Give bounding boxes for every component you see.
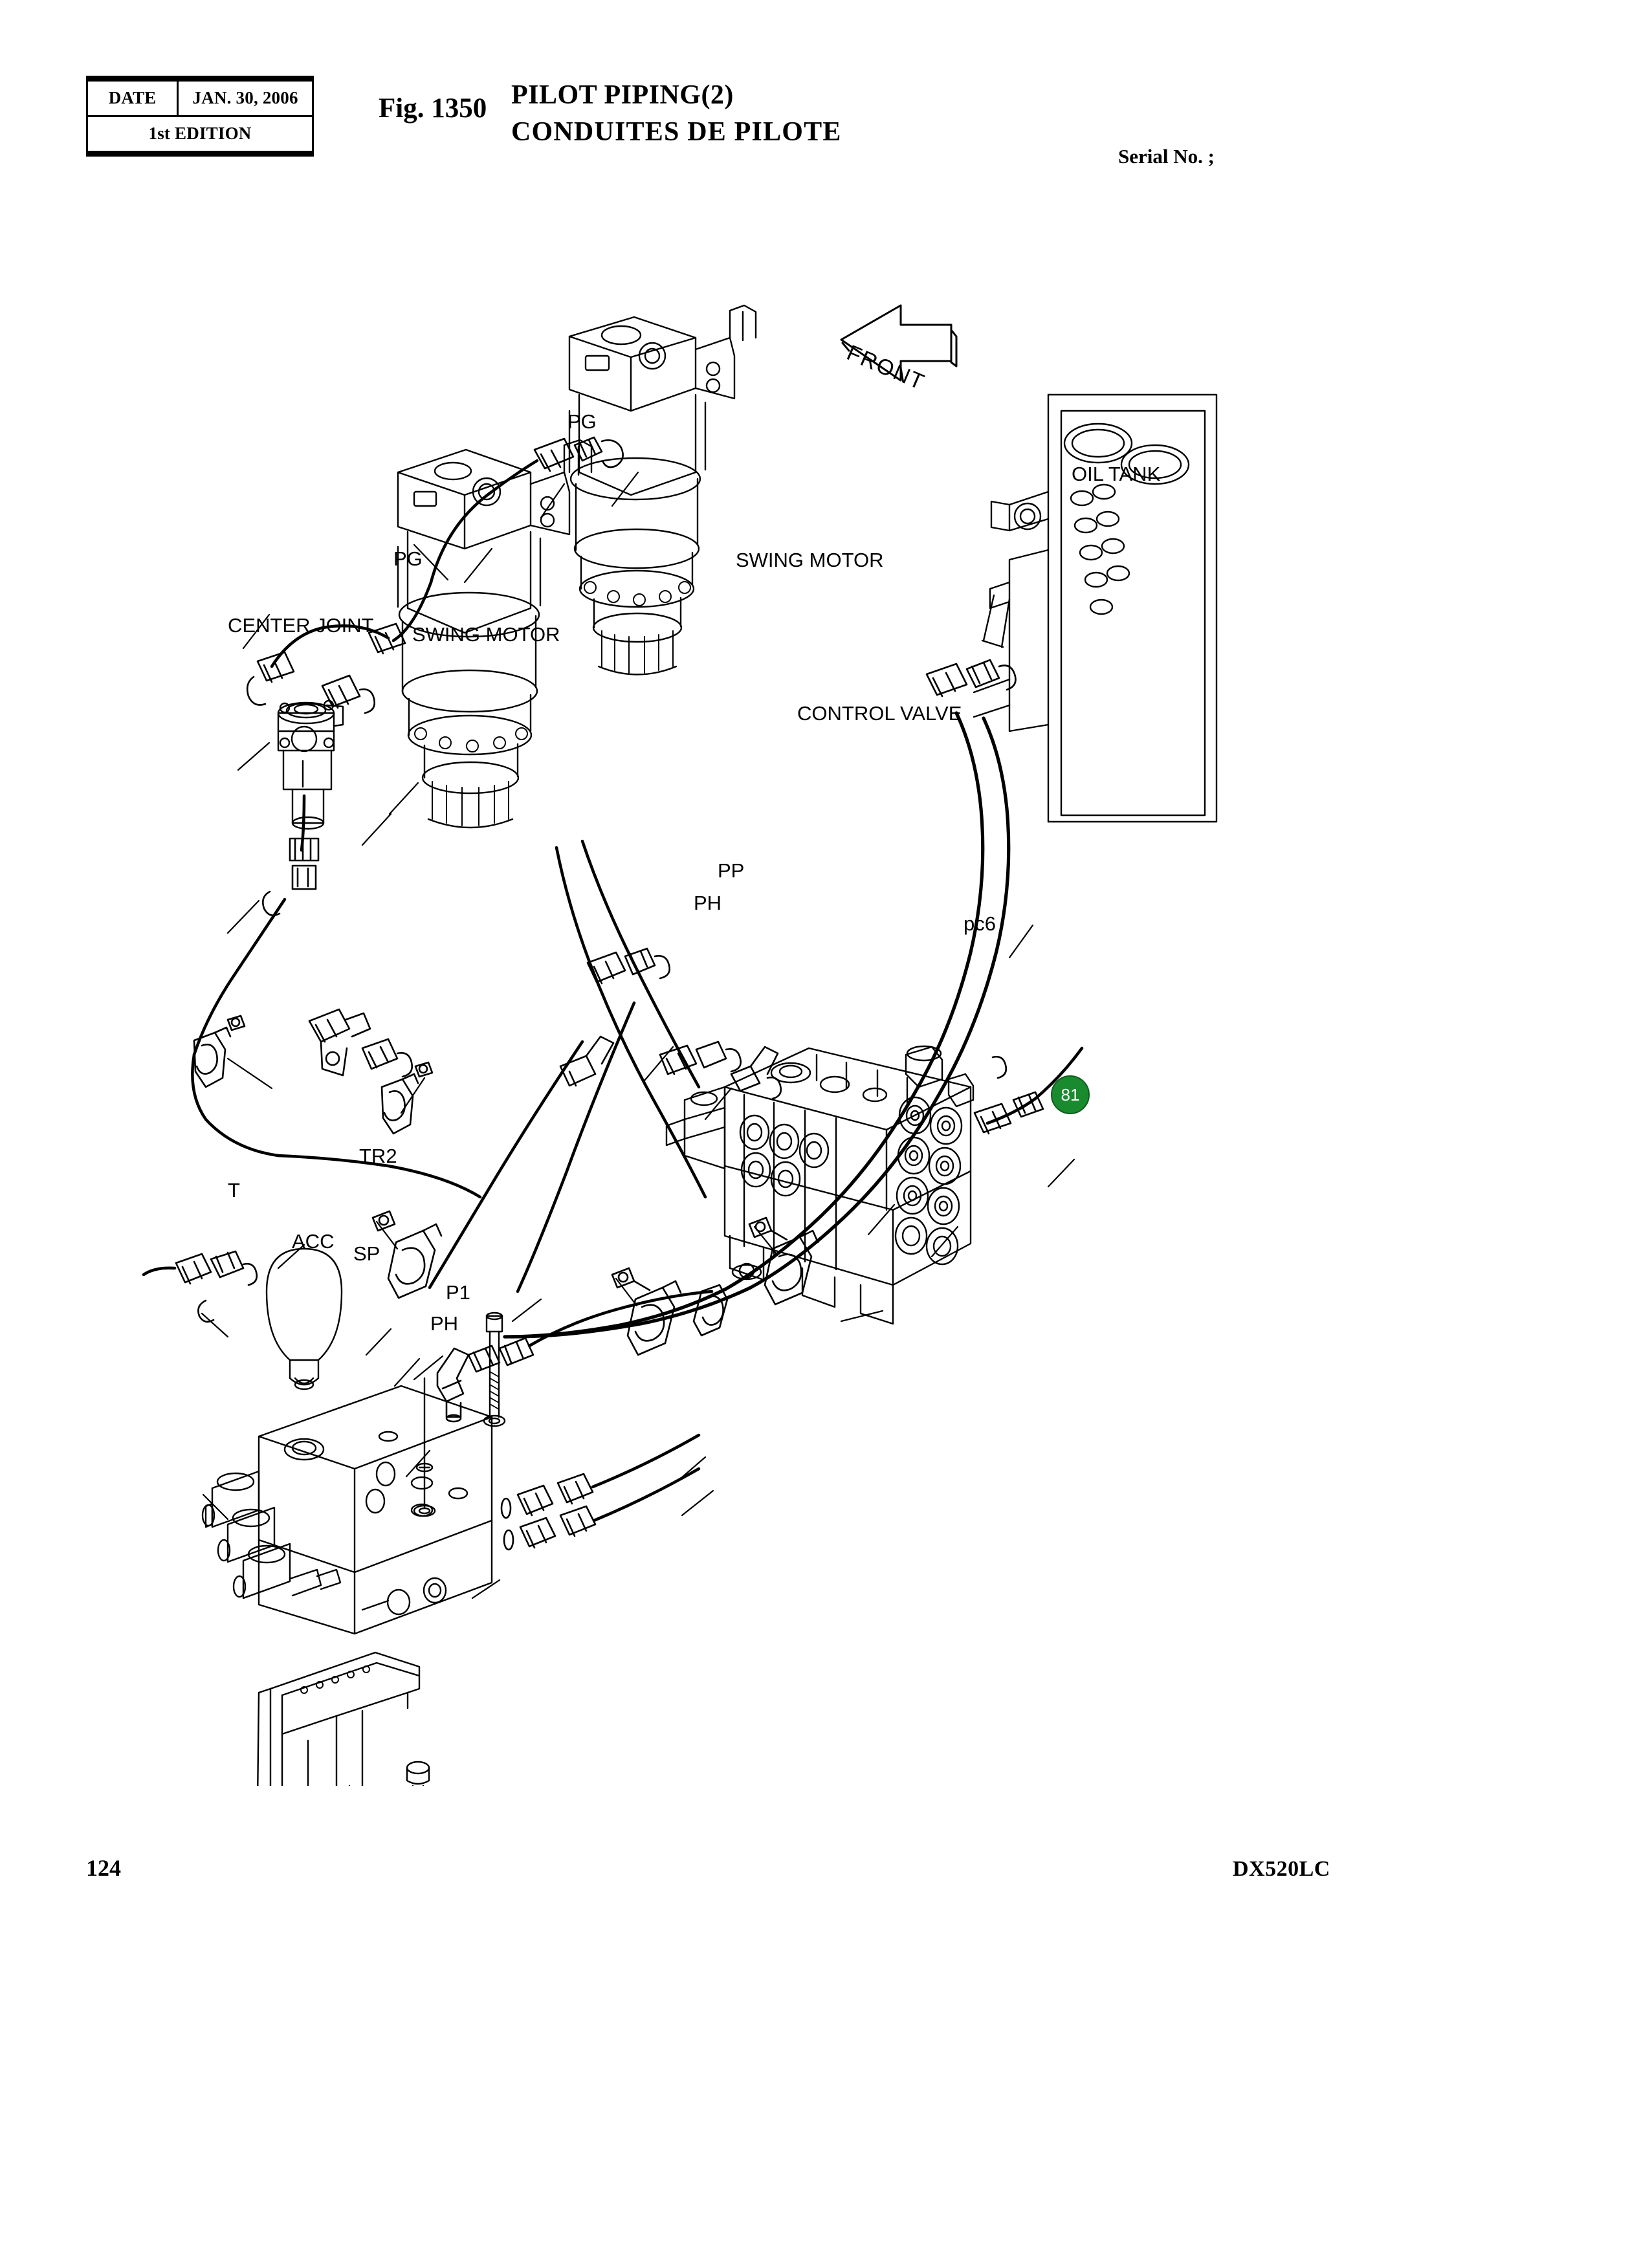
label-center-joint: CENTER JOINT bbox=[228, 614, 374, 637]
part-callout-81[interactable]: 81 bbox=[1051, 1075, 1090, 1114]
label-ph-block: PH bbox=[430, 1312, 459, 1335]
date-row: DATE JAN. 30, 2006 bbox=[88, 82, 312, 117]
pilot-valve-block bbox=[201, 1385, 493, 1635]
exploded-assembly-drawing bbox=[142, 304, 1218, 1786]
parts-diagram: PG PG CENTER JOINT SWING MOTOR SWING MOT… bbox=[0, 278, 1652, 1786]
figure-number: Fig. 1350 bbox=[379, 93, 487, 124]
pg-fitting-top bbox=[533, 436, 624, 472]
label-control-valve: CONTROL VALVE bbox=[797, 702, 962, 725]
leader-lines bbox=[201, 471, 1075, 1599]
label-pg-lower: PG bbox=[393, 547, 423, 570]
center-joint-hose-fittings bbox=[262, 837, 320, 916]
date-edition-table: DATE JAN. 30, 2006 1st EDITION bbox=[86, 76, 314, 157]
hose-81-parallel bbox=[503, 711, 985, 1339]
edition-label: 1st EDITION bbox=[148, 124, 252, 143]
bracket-bolt bbox=[406, 1761, 430, 1786]
label-t: T bbox=[228, 1179, 240, 1202]
model-designation: DX520LC bbox=[1233, 1857, 1330, 1881]
p1-ph-fittings bbox=[500, 1473, 597, 1551]
label-pg-top: PG bbox=[567, 410, 597, 433]
tr2-hose bbox=[527, 1290, 714, 1348]
label-p1: P1 bbox=[446, 1281, 470, 1304]
date-value: JAN. 30, 2006 bbox=[192, 88, 298, 107]
page-title-english: PILOT PIPING(2) bbox=[511, 80, 734, 110]
label-pc6: pc6 bbox=[964, 912, 996, 935]
accumulator bbox=[265, 1247, 343, 1390]
control-valve-left-stack bbox=[665, 1086, 726, 1170]
oil-tank-body bbox=[973, 393, 1218, 823]
swing-motor-upper bbox=[568, 304, 757, 675]
label-acc: ACC bbox=[292, 1230, 335, 1253]
center-joint-hose bbox=[191, 794, 482, 1199]
main-pilot-hose-b bbox=[516, 1001, 636, 1293]
hose-clamp-left bbox=[193, 1015, 246, 1088]
inline-coupler-upper bbox=[586, 947, 670, 985]
label-oil-tank: OIL TANK bbox=[1072, 463, 1161, 485]
hose-clamp-c bbox=[371, 1210, 443, 1299]
oil-tank-ports bbox=[1070, 483, 1130, 615]
label-tr2: TR2 bbox=[359, 1145, 397, 1167]
mounting-bracket bbox=[257, 1651, 421, 1786]
t-hose bbox=[142, 1266, 177, 1277]
label-ph-valve: PH bbox=[694, 892, 722, 914]
label-sp: SP bbox=[353, 1242, 380, 1265]
pg-hose-upper bbox=[429, 459, 539, 584]
pc6-fittings bbox=[973, 1055, 1044, 1135]
inline-coupler-lower bbox=[659, 1040, 742, 1075]
pc6-hose bbox=[986, 1046, 1084, 1125]
date-label: DATE bbox=[88, 82, 179, 115]
page-title-french: CONDUITES DE PILOTE bbox=[511, 117, 842, 147]
page-number: 124 bbox=[86, 1855, 121, 1881]
label-swing-motor-left: SWING MOTOR bbox=[412, 623, 560, 646]
swing-motor-lower bbox=[397, 439, 593, 829]
p1-ph-hoses bbox=[591, 1433, 701, 1522]
t-port-fitting bbox=[175, 1250, 258, 1323]
center-joint-assembly bbox=[277, 699, 344, 830]
hose-to-valve-2 bbox=[580, 839, 701, 1089]
hose-clamp-mid bbox=[380, 1061, 434, 1135]
hose-clamp-81-a bbox=[748, 1216, 819, 1306]
long-hex-bolt bbox=[483, 1312, 506, 1427]
hose-81-tank-fittings bbox=[925, 659, 1017, 697]
pg-hose-lower bbox=[270, 580, 433, 668]
label-pp: PP bbox=[718, 859, 745, 882]
label-swing-motor-right: SWING MOTOR bbox=[736, 549, 884, 571]
hose-clamp-81-c bbox=[692, 1284, 729, 1337]
main-pilot-hose-a bbox=[428, 1040, 584, 1290]
front-direction-arrow bbox=[840, 304, 958, 382]
hose-clamp-81-b bbox=[611, 1267, 682, 1356]
control-valve-body bbox=[723, 1045, 975, 1325]
hose-to-valve-1 bbox=[555, 846, 707, 1199]
tee-fitting-left bbox=[308, 1008, 413, 1078]
edition-row: 1st EDITION bbox=[88, 117, 312, 151]
sp-pin bbox=[413, 1377, 436, 1517]
serial-number-label: Serial No. ; bbox=[1118, 145, 1215, 168]
tr2-elbow bbox=[436, 1337, 534, 1423]
pg-fitting-mid bbox=[246, 622, 406, 714]
